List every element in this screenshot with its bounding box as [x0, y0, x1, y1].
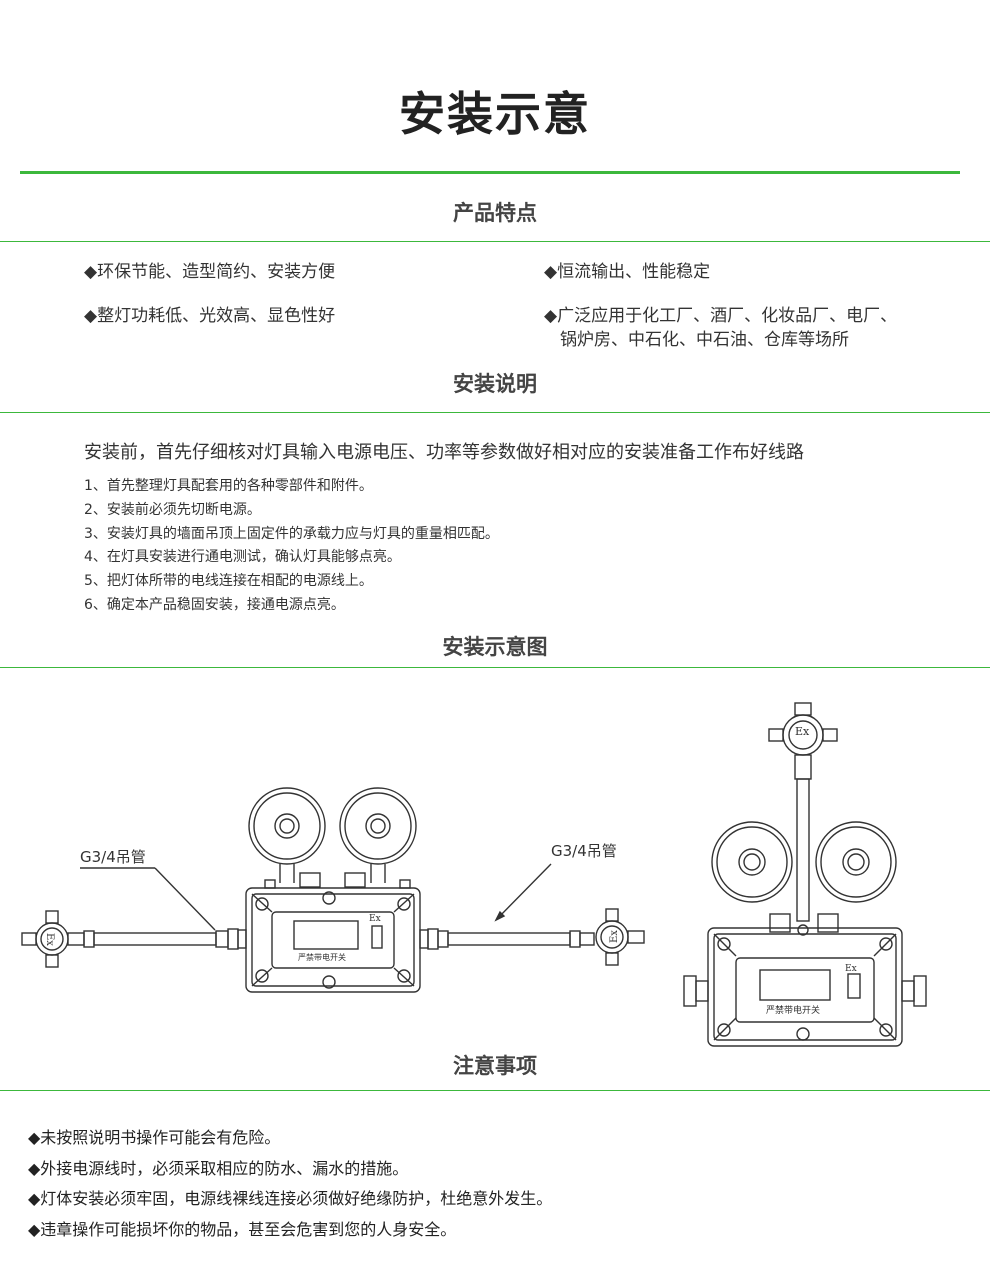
- lamp-enclosure-right: Ex 严禁带电开关: [683, 924, 927, 1047]
- lamp-head-right: [339, 787, 417, 883]
- suspension-pipe: [796, 778, 810, 922]
- ex-mark: Ex: [369, 914, 381, 924]
- feature-item: ◆恒流输出、性能稳定: [544, 262, 711, 282]
- switch-warning-label: 严禁带电开关: [766, 1004, 820, 1016]
- installation-diagram: Ex G3/4吊管 E: [21, 702, 927, 1047]
- feature-item: ◆环保节能、造型简约、安装方便: [84, 262, 336, 282]
- instruction-step: 1、首先整理灯具配套用的各种零部件和附件。: [84, 478, 373, 494]
- instruction-step: 3、安装灯具的墙面吊顶上固定件的承载力应与灯具的重量相匹配。: [84, 525, 499, 542]
- instructions-intro: 安装前，首先仔细核对灯具输入电源电压、功率等参数做好相对应的安装准备工作布好线路: [84, 442, 804, 463]
- diagram-title: 安装示意图: [442, 635, 548, 659]
- features-title: 产品特点: [453, 201, 537, 225]
- feature-item-continued: 锅炉房、中石化、中石油、仓库等场所: [560, 330, 849, 350]
- front-lamp-head-left: [711, 821, 793, 903]
- note-item: ◆未按照说明书操作可能会有危险。: [28, 1128, 281, 1147]
- lamp-head-left: [248, 787, 326, 883]
- instructions-title: 安装说明: [453, 372, 537, 396]
- junction-box-right: Ex: [595, 908, 645, 966]
- instruction-step: 5、把灯体所带的电线连接在相配的电源线上。: [84, 573, 373, 590]
- note-item: ◆灯体安装必须牢固，电源线裸线连接必须做好绝缘防护，杜绝意外发生。: [28, 1189, 553, 1208]
- pipe-label-left: G3/4吊管: [80, 848, 146, 866]
- note-item: ◆违章操作可能损坏你的物品，甚至会危害到您的人身安全。: [28, 1219, 457, 1239]
- instruction-step: 6、确定本产品稳固安装，接通电源点亮。: [84, 596, 345, 613]
- lamp-enclosure-left: Ex 严禁带电开关: [237, 887, 429, 993]
- diagram-divider: [0, 667, 990, 668]
- ex-mark: Ex: [609, 930, 620, 943]
- instructions-divider: [0, 412, 990, 413]
- notes-list: ◆未按照说明书操作可能会有危险。 ◆外接电源线时，必须采取相应的防水、漏水的措施…: [28, 1126, 552, 1248]
- pipe-right: [427, 928, 595, 950]
- pipe-label-right: G3/4吊管: [551, 842, 617, 860]
- ex-mark: Ex: [845, 964, 857, 974]
- switch-warning-label: 严禁带电开关: [298, 952, 346, 962]
- page-title: 安装示意: [399, 87, 591, 141]
- ex-mark: Ex: [44, 933, 55, 946]
- instruction-steps: 1、首先整理灯具配套用的各种零部件和附件。 2、安装前必须先切断电源。 3、安装…: [84, 475, 499, 618]
- front-lamp-head-right: [815, 821, 897, 903]
- note-item: ◆外接电源线时，必须采取相应的防水、漏水的措施。: [28, 1158, 409, 1178]
- notes-title: 注意事项: [453, 1054, 537, 1078]
- title-divider: [20, 171, 960, 174]
- top-junction-box: Ex: [768, 702, 838, 780]
- pipe-left: [83, 928, 239, 950]
- junction-box-left: Ex: [21, 910, 85, 968]
- ex-mark: Ex: [795, 725, 810, 738]
- features-divider: [0, 241, 990, 242]
- notes-divider: [0, 1090, 990, 1091]
- feature-item: ◆整灯功耗低、光效高、显色性好: [84, 306, 336, 326]
- feature-item: ◆广泛应用于化工厂、酒厂、化妆品厂、电厂、: [544, 306, 898, 326]
- instruction-step: 4、在灯具安装进行通电测试，确认灯具能够点亮。: [84, 549, 401, 566]
- instruction-step: 2、安装前必须先切断电源。: [84, 501, 261, 518]
